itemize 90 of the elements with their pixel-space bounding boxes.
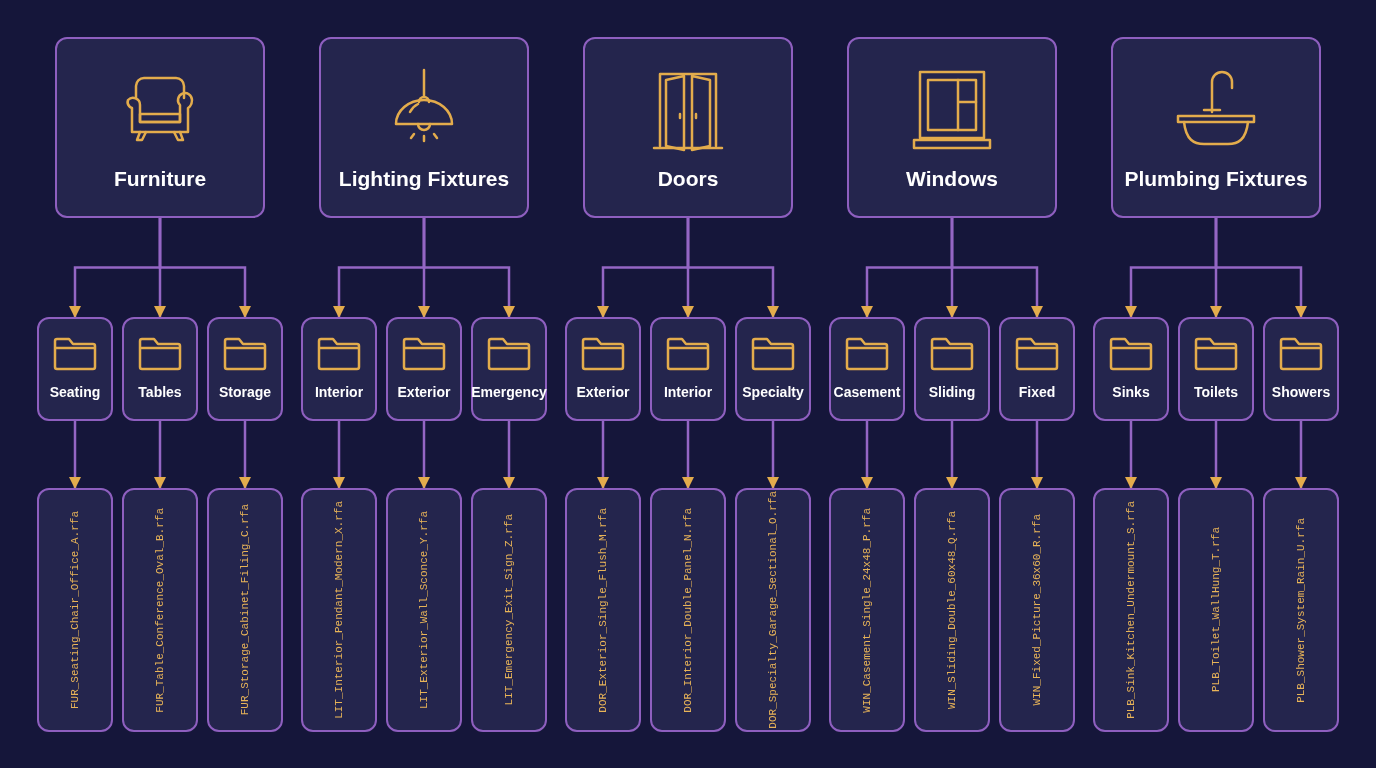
folder-label: Exterior bbox=[576, 384, 630, 402]
category-box bbox=[583, 37, 793, 218]
file-box bbox=[1093, 488, 1169, 732]
arrow bbox=[1125, 421, 1137, 489]
arrow bbox=[239, 421, 251, 489]
folder-box bbox=[1178, 317, 1254, 421]
folder-box bbox=[914, 317, 990, 421]
category-title: Windows bbox=[906, 166, 998, 193]
file-name: DOR_Exterior_Single_Flush_M.rfa bbox=[597, 507, 609, 713]
arrow bbox=[1214, 218, 1307, 318]
arrow bbox=[686, 218, 779, 318]
folder-label: Fixed bbox=[1018, 384, 1056, 402]
file-box bbox=[829, 488, 905, 732]
arrow bbox=[1031, 421, 1043, 489]
folder-label: Specialty bbox=[742, 384, 804, 402]
arrow bbox=[158, 218, 251, 318]
folder-label: Showers bbox=[1271, 384, 1331, 402]
folder-label: Sinks bbox=[1112, 384, 1150, 402]
file-box bbox=[207, 488, 283, 732]
folder-box bbox=[829, 317, 905, 421]
file-name: DOR_Interior_Double_Panel_N.rfa bbox=[682, 507, 694, 713]
category-title: Doors bbox=[657, 166, 719, 193]
file-box bbox=[650, 488, 726, 732]
category-box bbox=[1111, 37, 1321, 218]
file-name: WIN_Sliding_Double_60x48_Q.rfa bbox=[946, 510, 958, 709]
folder-label: Emergency bbox=[471, 384, 547, 402]
folder-label: Toilets bbox=[1193, 384, 1239, 402]
arrow bbox=[1210, 421, 1222, 489]
file-box bbox=[37, 488, 113, 732]
category-title: Plumbing Fixtures bbox=[1124, 166, 1308, 193]
folder-label: Tables bbox=[138, 384, 182, 402]
file-box bbox=[471, 488, 547, 732]
arrow bbox=[503, 421, 515, 489]
category-title: Lighting Fixtures bbox=[338, 166, 510, 193]
file-box bbox=[565, 488, 641, 732]
category-box bbox=[319, 37, 529, 218]
folder-box bbox=[207, 317, 283, 421]
folder-box bbox=[301, 317, 377, 421]
folder-box bbox=[1263, 317, 1339, 421]
folder-box bbox=[999, 317, 1075, 421]
file-name: FUR_Storage_Cabinet_Filing_C.rfa bbox=[239, 504, 251, 716]
file-box bbox=[735, 488, 811, 732]
file-name: FUR_Table_Conference_Oval_B.rfa bbox=[154, 507, 166, 713]
folder-label: Casement bbox=[833, 384, 901, 402]
file-name: LIT_Interior_Pendant_Modern_X.rfa bbox=[333, 501, 345, 719]
arrow bbox=[333, 421, 345, 489]
file-name: WIN_Casement_Single_24x48_P.rfa bbox=[861, 507, 873, 713]
file-name: WIN_Fixed_Picture_36x60_R.rfa bbox=[1031, 514, 1043, 706]
folder-label: Interior bbox=[663, 384, 713, 402]
file-box bbox=[914, 488, 990, 732]
folder-label: Storage bbox=[218, 384, 272, 402]
arrow bbox=[1295, 421, 1307, 489]
folder-box bbox=[122, 317, 198, 421]
file-box bbox=[1263, 488, 1339, 732]
folder-label: Seating bbox=[49, 384, 101, 402]
arrow bbox=[950, 218, 1043, 318]
file-name: PLB_Sink_Kitchen_Undermount_S.rfa bbox=[1125, 501, 1137, 719]
folder-box bbox=[471, 317, 547, 421]
arrow bbox=[597, 421, 609, 489]
file-box bbox=[386, 488, 462, 732]
file-name: PLB_Shower_System_Rain_U.rfa bbox=[1295, 517, 1307, 703]
arrow bbox=[422, 218, 515, 318]
file-name: FUR_Seating_Chair_Office_A.rfa bbox=[69, 510, 81, 709]
file-box bbox=[301, 488, 377, 732]
folder-box bbox=[650, 317, 726, 421]
file-name: DOR_Specialty_Garage_Sectional_O.rfa bbox=[767, 491, 779, 729]
arrow bbox=[682, 421, 694, 489]
arrow bbox=[418, 421, 430, 489]
category-box bbox=[847, 37, 1057, 218]
category-box bbox=[55, 37, 265, 218]
folder-box bbox=[735, 317, 811, 421]
arrow bbox=[946, 421, 958, 489]
folder-label: Sliding bbox=[928, 384, 976, 402]
file-box bbox=[999, 488, 1075, 732]
file-name: LIT_Emergency_Exit_Sign_Z.rfa bbox=[503, 514, 515, 706]
folder-label: Exterior bbox=[397, 384, 451, 402]
arrow bbox=[861, 421, 873, 489]
file-name: LIT_Exterior_Wall_Sconce_Y.rfa bbox=[418, 510, 430, 709]
folder-box bbox=[386, 317, 462, 421]
file-box bbox=[122, 488, 198, 732]
arrow bbox=[767, 421, 779, 489]
category-title: Furniture bbox=[113, 166, 207, 193]
file-name: PLB_Toilet_WallHung_T.rfa bbox=[1210, 527, 1222, 693]
folder-box bbox=[37, 317, 113, 421]
file-box bbox=[1178, 488, 1254, 732]
folder-box bbox=[1093, 317, 1169, 421]
arrow bbox=[154, 421, 166, 489]
folder-label: Interior bbox=[314, 384, 364, 402]
folder-box bbox=[565, 317, 641, 421]
arrow bbox=[69, 421, 81, 489]
